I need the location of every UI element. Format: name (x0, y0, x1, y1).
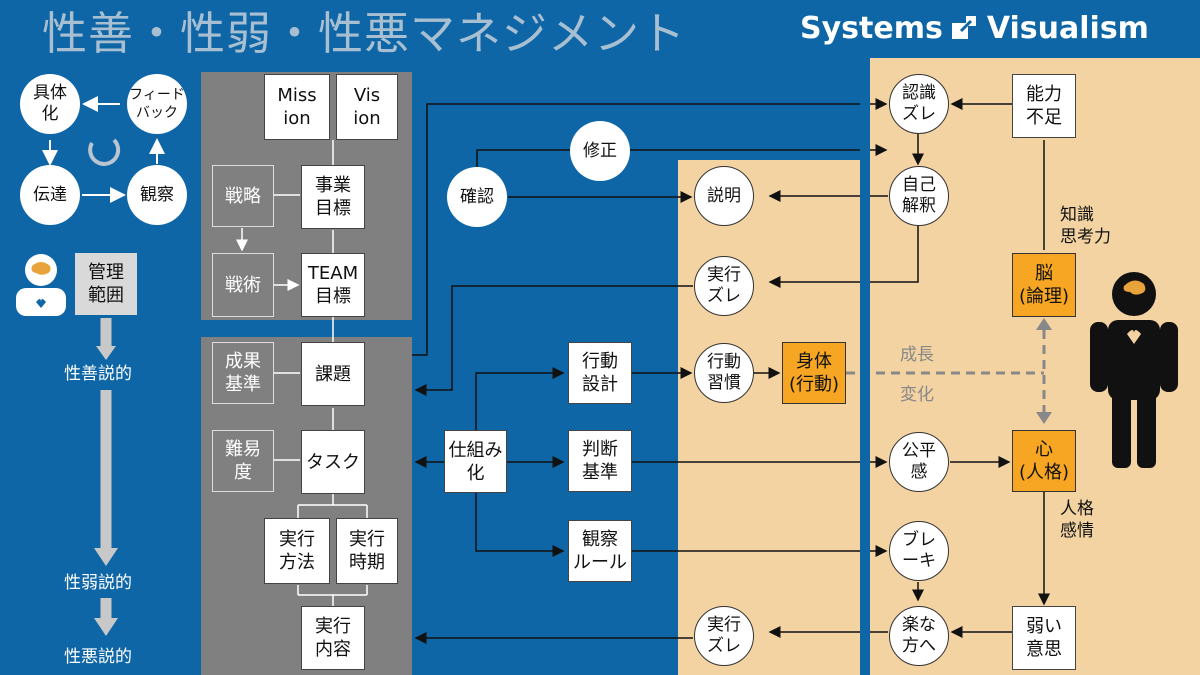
fairness-node: 公平 感 (889, 432, 949, 492)
lack-ability-box: 能力 不足 (1012, 74, 1076, 138)
result-criteria-box: 成果 基準 (212, 342, 274, 404)
execution-gap-top-node: 実行 ズレ (694, 256, 754, 316)
vision-box: Vis ion (336, 74, 398, 140)
character-emotion-label: 人格 感情 (1060, 499, 1094, 541)
growth-label: 成長 (900, 345, 934, 365)
observation-rules-box: 観察 ルール (568, 520, 632, 582)
execution-method-box: 実行 方法 (264, 518, 330, 584)
judgment-criteria-box: 判断 基準 (568, 430, 632, 492)
task-box: タスク (301, 430, 365, 494)
systems-visualism-logo-icon (951, 16, 976, 39)
action-habit-node: 行動 習慣 (694, 343, 754, 403)
change-label: 変化 (900, 385, 934, 405)
observe-node: 観察 (127, 165, 187, 225)
execution-gap-bottom-node: 実行 ズレ (694, 606, 754, 666)
action-design-box: 行動 設計 (568, 342, 632, 404)
tactics-box: 戦術 (212, 253, 274, 317)
good-nature-theory: 性善説的 (64, 364, 132, 384)
concretize-node: 具体 化 (20, 74, 80, 134)
mission-box: Miss ion (264, 74, 330, 140)
person-silhouette-icon (1090, 272, 1178, 468)
correction-node: 修正 (570, 121, 630, 181)
management-scope-box: 管理 範囲 (75, 253, 137, 315)
mechanize-box: 仕組み 化 (444, 430, 507, 493)
page-title: 性善・性弱・性悪マネジメント (42, 7, 687, 60)
knowledge-thinking-label: 知識 思考力 (1060, 205, 1111, 247)
easy-way-node: 楽な 方へ (889, 606, 949, 666)
recognition-gap-node: 認識 ズレ (889, 74, 949, 134)
brand-right: Visualism (986, 10, 1149, 46)
confirm-node: 確認 (447, 167, 507, 227)
brain-logic-box: 脳 (論理) (1012, 253, 1076, 317)
issue-box: 課題 (301, 342, 365, 406)
weak-nature-theory: 性弱説的 (64, 573, 132, 593)
brand-left: Systems (800, 10, 943, 46)
body-action-box: 身体 (行動) (782, 342, 846, 404)
execution-content-box: 実行 内容 (301, 606, 365, 670)
manager-head-icon (16, 254, 66, 316)
heart-character-box: 心 (人格) (1012, 430, 1076, 492)
execution-timing-box: 実行 時期 (336, 518, 398, 584)
evil-nature-theory: 性悪説的 (64, 647, 132, 667)
brand-logo: Systems Visualism (800, 8, 1149, 48)
weak-will-box: 弱い 意思 (1012, 606, 1076, 670)
difficulty-box: 難易 度 (212, 430, 274, 492)
team-goal-box: TEAM 目標 (301, 253, 365, 317)
business-goal-box: 事業 目標 (301, 165, 365, 229)
feedback-node: フィード バック (127, 74, 187, 134)
explain-node: 説明 (694, 166, 754, 226)
self-interpretation-node: 自己 解釈 (889, 166, 949, 226)
strategy-box: 戦略 (212, 165, 274, 227)
brake-node: ブレ ーキ (889, 521, 949, 581)
execution-panel (678, 160, 860, 675)
communicate-node: 伝達 (20, 165, 80, 225)
